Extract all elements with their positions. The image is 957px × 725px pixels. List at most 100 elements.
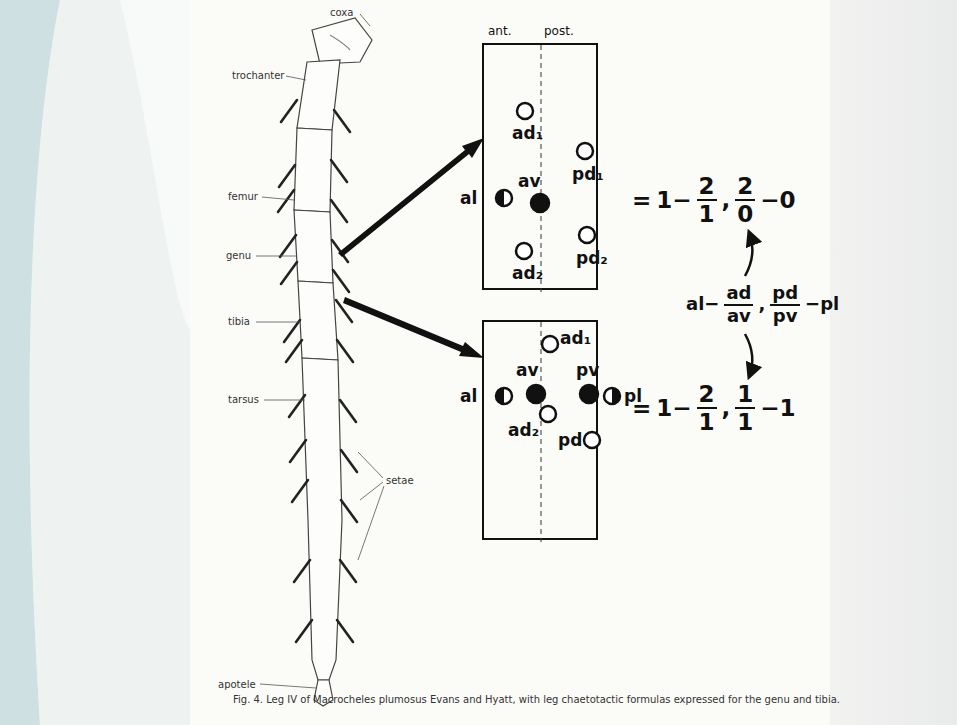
seta-label: pv <box>576 362 599 379</box>
seta-socket-half <box>496 388 504 404</box>
seta-label: al <box>460 388 477 405</box>
seta <box>340 400 356 422</box>
seta-socket <box>531 194 549 212</box>
chaetotaxy-box: ant.post.ad₁pd₁alavad₂pd₂ <box>482 43 598 290</box>
leader-line <box>260 684 316 688</box>
seta <box>337 340 353 362</box>
curved-arrow <box>745 232 752 276</box>
formula-term: , <box>758 295 765 314</box>
leg-segments <box>294 18 372 706</box>
formula-term: 1 <box>735 382 755 409</box>
seta <box>290 440 306 462</box>
side-label: post. <box>544 25 574 37</box>
formula-term: 1− <box>656 396 691 420</box>
fraction: pdpv <box>770 284 800 326</box>
seta <box>333 270 349 292</box>
part-label: trochanter <box>232 71 284 81</box>
seta <box>337 620 353 642</box>
seta <box>341 500 357 522</box>
seta-label: pd₁ <box>572 166 604 183</box>
fraction: adav <box>724 284 753 326</box>
seta <box>278 190 294 212</box>
seta-socket <box>604 388 620 404</box>
slide-band <box>30 0 190 725</box>
formula-term: 2 <box>735 174 755 201</box>
formula-term: −pl <box>805 295 839 314</box>
chaetotactic-formula: =1−21,20−0 <box>632 174 796 226</box>
leader-line <box>360 14 370 26</box>
leader-line <box>262 197 294 200</box>
part-label: tarsus <box>228 395 259 405</box>
leader-line <box>358 486 384 560</box>
part-label: tibia <box>228 317 250 327</box>
seta-label: al <box>460 190 477 207</box>
formula-term: al− <box>686 295 719 314</box>
tibia-segment <box>298 281 338 360</box>
part-label: apotele <box>218 680 256 690</box>
seta-label: pd <box>558 432 582 449</box>
trochanter-segment <box>297 60 340 130</box>
seta <box>340 560 356 582</box>
formula-term: 1 <box>735 409 755 434</box>
seta-socket-half <box>612 388 620 404</box>
setae-group <box>278 100 357 642</box>
seta <box>292 480 308 502</box>
fraction: 21 <box>697 382 717 434</box>
formula-term: av <box>725 306 753 326</box>
formula-term: 0 <box>735 201 755 226</box>
seta <box>286 340 302 362</box>
paper-page <box>190 0 830 725</box>
leader-lines <box>256 14 384 688</box>
formula-term: , <box>722 188 731 212</box>
seta <box>280 235 296 257</box>
midline <box>541 322 542 542</box>
seta-label: av <box>518 173 541 190</box>
seta-socket <box>527 385 545 403</box>
seta-socket-half <box>496 190 504 206</box>
seta-socket <box>579 227 595 243</box>
part-label: coxa <box>330 8 353 18</box>
seta-socket <box>577 143 593 159</box>
formula-term: 1 <box>697 409 717 434</box>
seta-socket <box>496 190 512 206</box>
seta-label: ad₂ <box>512 265 543 282</box>
formula-term: 1 <box>697 201 717 226</box>
fraction: 21 <box>697 174 717 226</box>
curved-arrow <box>745 334 752 377</box>
formula-term: pv <box>771 306 800 326</box>
pointer-arrow <box>343 297 484 358</box>
seta-socket <box>517 103 533 119</box>
formula-term: = <box>632 188 651 212</box>
leader-line <box>360 482 383 500</box>
formula-term: 1− <box>656 188 691 212</box>
seta <box>341 450 357 472</box>
seta <box>296 620 312 642</box>
coxa-detail <box>330 35 350 50</box>
leader-line <box>286 76 306 80</box>
leader-line <box>256 322 300 323</box>
seta-label: ad₁ <box>560 330 591 347</box>
midline <box>541 45 542 292</box>
femur-segment <box>294 128 332 212</box>
figure-caption: Fig. 4. Leg IV of Macrocheles plumosus E… <box>233 694 840 706</box>
genu-segment <box>294 210 333 283</box>
chaetotactic-formula: =1−21,11−1 <box>632 382 796 434</box>
pointer-arrow <box>338 138 484 257</box>
formula-term: −1 <box>760 396 795 420</box>
seta-label: ad₂ <box>508 422 539 439</box>
formula-term: ad <box>724 284 753 306</box>
formula-term: = <box>632 396 651 420</box>
leader-line <box>256 256 296 257</box>
seta <box>331 160 347 182</box>
side-label: ant. <box>488 25 511 37</box>
slide-curve <box>120 0 190 330</box>
coxa-segment <box>312 18 372 64</box>
part-label: setae <box>386 476 414 486</box>
seta <box>281 262 297 284</box>
formula-term: −0 <box>760 188 795 212</box>
fraction: 20 <box>735 174 755 226</box>
seta <box>281 100 297 122</box>
seta-socket <box>542 336 558 352</box>
